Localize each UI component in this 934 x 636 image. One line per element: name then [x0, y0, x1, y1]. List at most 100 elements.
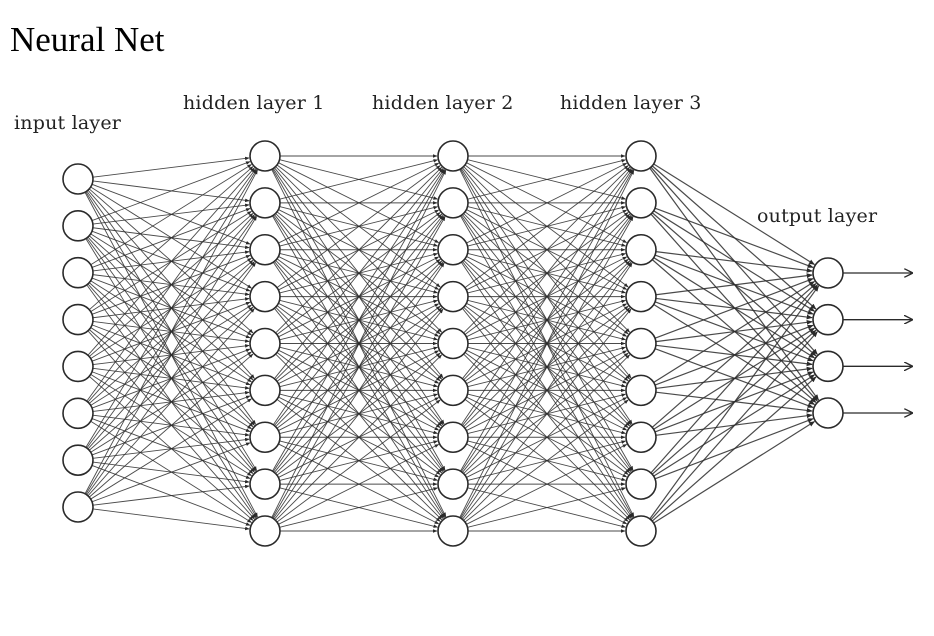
- connection-edge: [279, 159, 438, 200]
- connection-edge: [276, 399, 441, 523]
- connection-edge: [272, 216, 446, 519]
- connection-edge: [466, 162, 628, 244]
- connection-edge: [91, 442, 251, 503]
- connection-edge: [275, 166, 442, 334]
- hidden-3-node: [625, 374, 657, 407]
- input-node: [62, 491, 94, 523]
- output-layer-label: output layer: [757, 205, 878, 227]
- connection-edge: [655, 251, 813, 273]
- connection-edge: [274, 168, 444, 379]
- output-node: [812, 350, 844, 383]
- hidden-3-node: [625, 140, 657, 172]
- connection-edge: [85, 169, 258, 448]
- hidden-3-node: [625, 515, 657, 547]
- connection-edge: [92, 508, 250, 531]
- page-title: Neural Net: [10, 20, 165, 59]
- input-node: [62, 397, 94, 430]
- connection-edge: [272, 169, 446, 472]
- connection-edge: [459, 169, 635, 518]
- hidden-2-node: [437, 327, 469, 360]
- connection-edge: [649, 285, 820, 520]
- hidden-3-node: [625, 468, 657, 500]
- connection-edge: [460, 168, 633, 426]
- connection-edge: [88, 166, 254, 311]
- connection-edge: [651, 283, 817, 428]
- input-node: [62, 303, 94, 336]
- connection-edge: [86, 168, 256, 402]
- input-node: [62, 163, 94, 195]
- connection-edge: [462, 308, 632, 520]
- connection-edge: [84, 169, 258, 494]
- connection-edge: [278, 443, 440, 525]
- hidden-3-node: [625, 187, 657, 219]
- connection-edge: [463, 166, 630, 334]
- input-node: [62, 444, 94, 476]
- output-node: [812, 257, 844, 289]
- hidden-layer-2-label: hidden layer 2: [372, 92, 514, 114]
- hidden-2-node: [437, 374, 469, 407]
- connection-edge: [271, 169, 447, 518]
- connection-edge: [272, 262, 445, 519]
- hidden-layer-3-label: hidden layer 3: [560, 92, 702, 114]
- connection-edge: [88, 353, 254, 498]
- connection-edge: [272, 168, 445, 426]
- hidden-2-node: [437, 468, 469, 500]
- connection-edge: [85, 216, 258, 495]
- connection-edge: [651, 376, 817, 522]
- input-node: [62, 256, 94, 289]
- connection-edge: [460, 262, 633, 519]
- hidden-1-node: [249, 327, 281, 360]
- hidden-1-node: [249, 468, 281, 500]
- connection-edge: [90, 398, 252, 500]
- hidden-1-node: [249, 374, 281, 407]
- hidden-3-node: [625, 421, 657, 454]
- output-node: [812, 303, 844, 336]
- connection-edge: [278, 162, 440, 244]
- connection-edge: [466, 443, 628, 525]
- hidden-1-node: [249, 233, 281, 266]
- connection-edge: [654, 278, 814, 339]
- connection-edge: [90, 164, 252, 266]
- connection-edge: [467, 159, 626, 200]
- connection-edge: [650, 331, 818, 521]
- connection-edge: [279, 487, 438, 528]
- connection-edge: [653, 421, 815, 524]
- hidden-1-node: [249, 187, 281, 219]
- connection-edge: [463, 354, 630, 521]
- connection-edge: [464, 399, 629, 523]
- connection-edge: [86, 262, 256, 496]
- connection-edge: [467, 487, 626, 528]
- connection-edge: [650, 284, 818, 474]
- connection-edge: [91, 161, 251, 222]
- connection-edge: [276, 165, 441, 289]
- connection-edge: [655, 273, 813, 296]
- hidden-2-node: [437, 140, 469, 172]
- connection-edge: [653, 280, 815, 383]
- connection-edge: [274, 308, 444, 520]
- connection-edge: [460, 169, 634, 472]
- connection-edge: [92, 156, 250, 178]
- input-node: [62, 350, 94, 383]
- hidden-3-node: [625, 280, 657, 313]
- hidden-2-node: [437, 280, 469, 313]
- connection-edge: [87, 167, 255, 356]
- hidden-1-node: [249, 280, 281, 313]
- connection-edge: [653, 163, 815, 266]
- connection-edge: [92, 484, 250, 506]
- connection-edge: [275, 354, 442, 521]
- connection-edge: [464, 165, 629, 289]
- hidden-2-node: [437, 187, 469, 219]
- hidden-layer-1-label: hidden layer 1: [183, 92, 325, 114]
- input-node: [62, 210, 94, 242]
- input-layer-label: input layer: [14, 112, 122, 134]
- hidden-1-node: [249, 421, 281, 454]
- hidden-1-node: [249, 515, 281, 547]
- connection-edge: [462, 168, 632, 379]
- hidden-2-node: [437, 233, 469, 266]
- connection-edge: [87, 308, 255, 497]
- hidden-2-node: [437, 421, 469, 454]
- connection-edge: [654, 207, 814, 268]
- output-node: [812, 397, 844, 429]
- hidden-3-node: [625, 327, 657, 360]
